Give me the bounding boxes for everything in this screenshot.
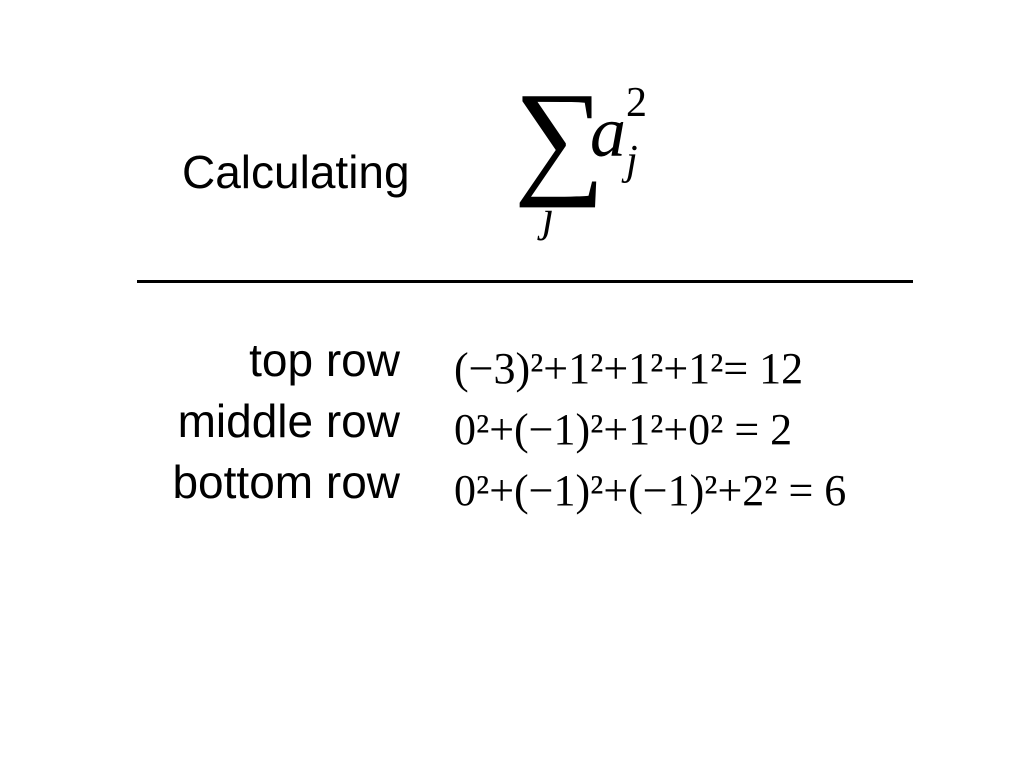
summation-symbol: ∑ (514, 66, 606, 208)
row-label-bottom: bottom row (172, 456, 400, 508)
equation-bottom-row: 0²+(−1)²+(−1)²+2² = 6 (454, 466, 847, 515)
row-equations: (−3)²+1²+1²+1²= 12 0²+(−1)²+1²+0² = 2 0²… (454, 338, 846, 521)
horizontal-divider (137, 280, 913, 283)
formula-exponent: 2 (626, 80, 647, 126)
row-label-top: top row (249, 334, 400, 386)
row-label-middle: middle row (177, 395, 400, 447)
formula-subscript: j (626, 138, 638, 184)
equation-top-row: (−3)²+1²+1²+1²= 12 (454, 344, 804, 393)
row-labels: top row middle row bottom row (100, 330, 400, 513)
calculating-label: Calculating (182, 146, 410, 198)
equation-middle-row: 0²+(−1)²+1²+0² = 2 (454, 405, 793, 454)
sum-of-squares-formula: ∑ j a 2 j (510, 66, 680, 250)
formula-variable: a (590, 92, 626, 172)
summation-index: j (542, 192, 555, 241)
